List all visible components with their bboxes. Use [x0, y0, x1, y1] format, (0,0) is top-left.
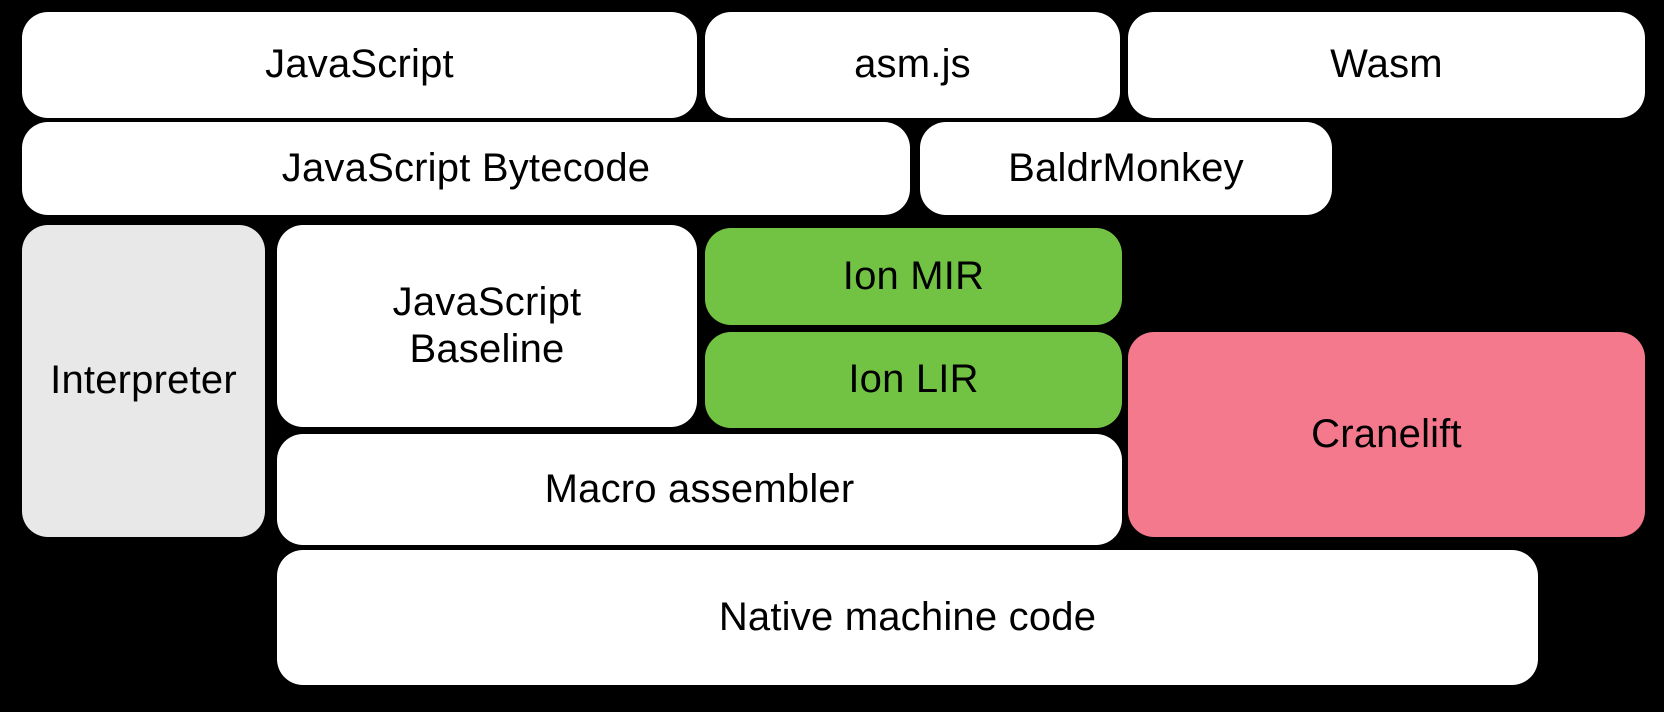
node-ion-lir[interactable]: Ion LIR — [705, 332, 1122, 428]
node-baldrmonkey[interactable]: BaldrMonkey — [920, 122, 1332, 215]
node-cranelift[interactable]: Cranelift — [1128, 332, 1645, 537]
node-javascript-baseline[interactable]: JavaScript Baseline — [277, 225, 697, 427]
node-interpreter[interactable]: Interpreter — [22, 225, 265, 537]
node-asmjs[interactable]: asm.js — [705, 12, 1120, 118]
node-wasm[interactable]: Wasm — [1128, 12, 1645, 118]
node-javascript[interactable]: JavaScript — [22, 12, 697, 118]
node-javascript-bytecode[interactable]: JavaScript Bytecode — [22, 122, 910, 215]
node-native-machine-code[interactable]: Native machine code — [277, 550, 1538, 685]
node-macro-assembler[interactable]: Macro assembler — [277, 434, 1122, 545]
node-ion-mir[interactable]: Ion MIR — [705, 228, 1122, 325]
